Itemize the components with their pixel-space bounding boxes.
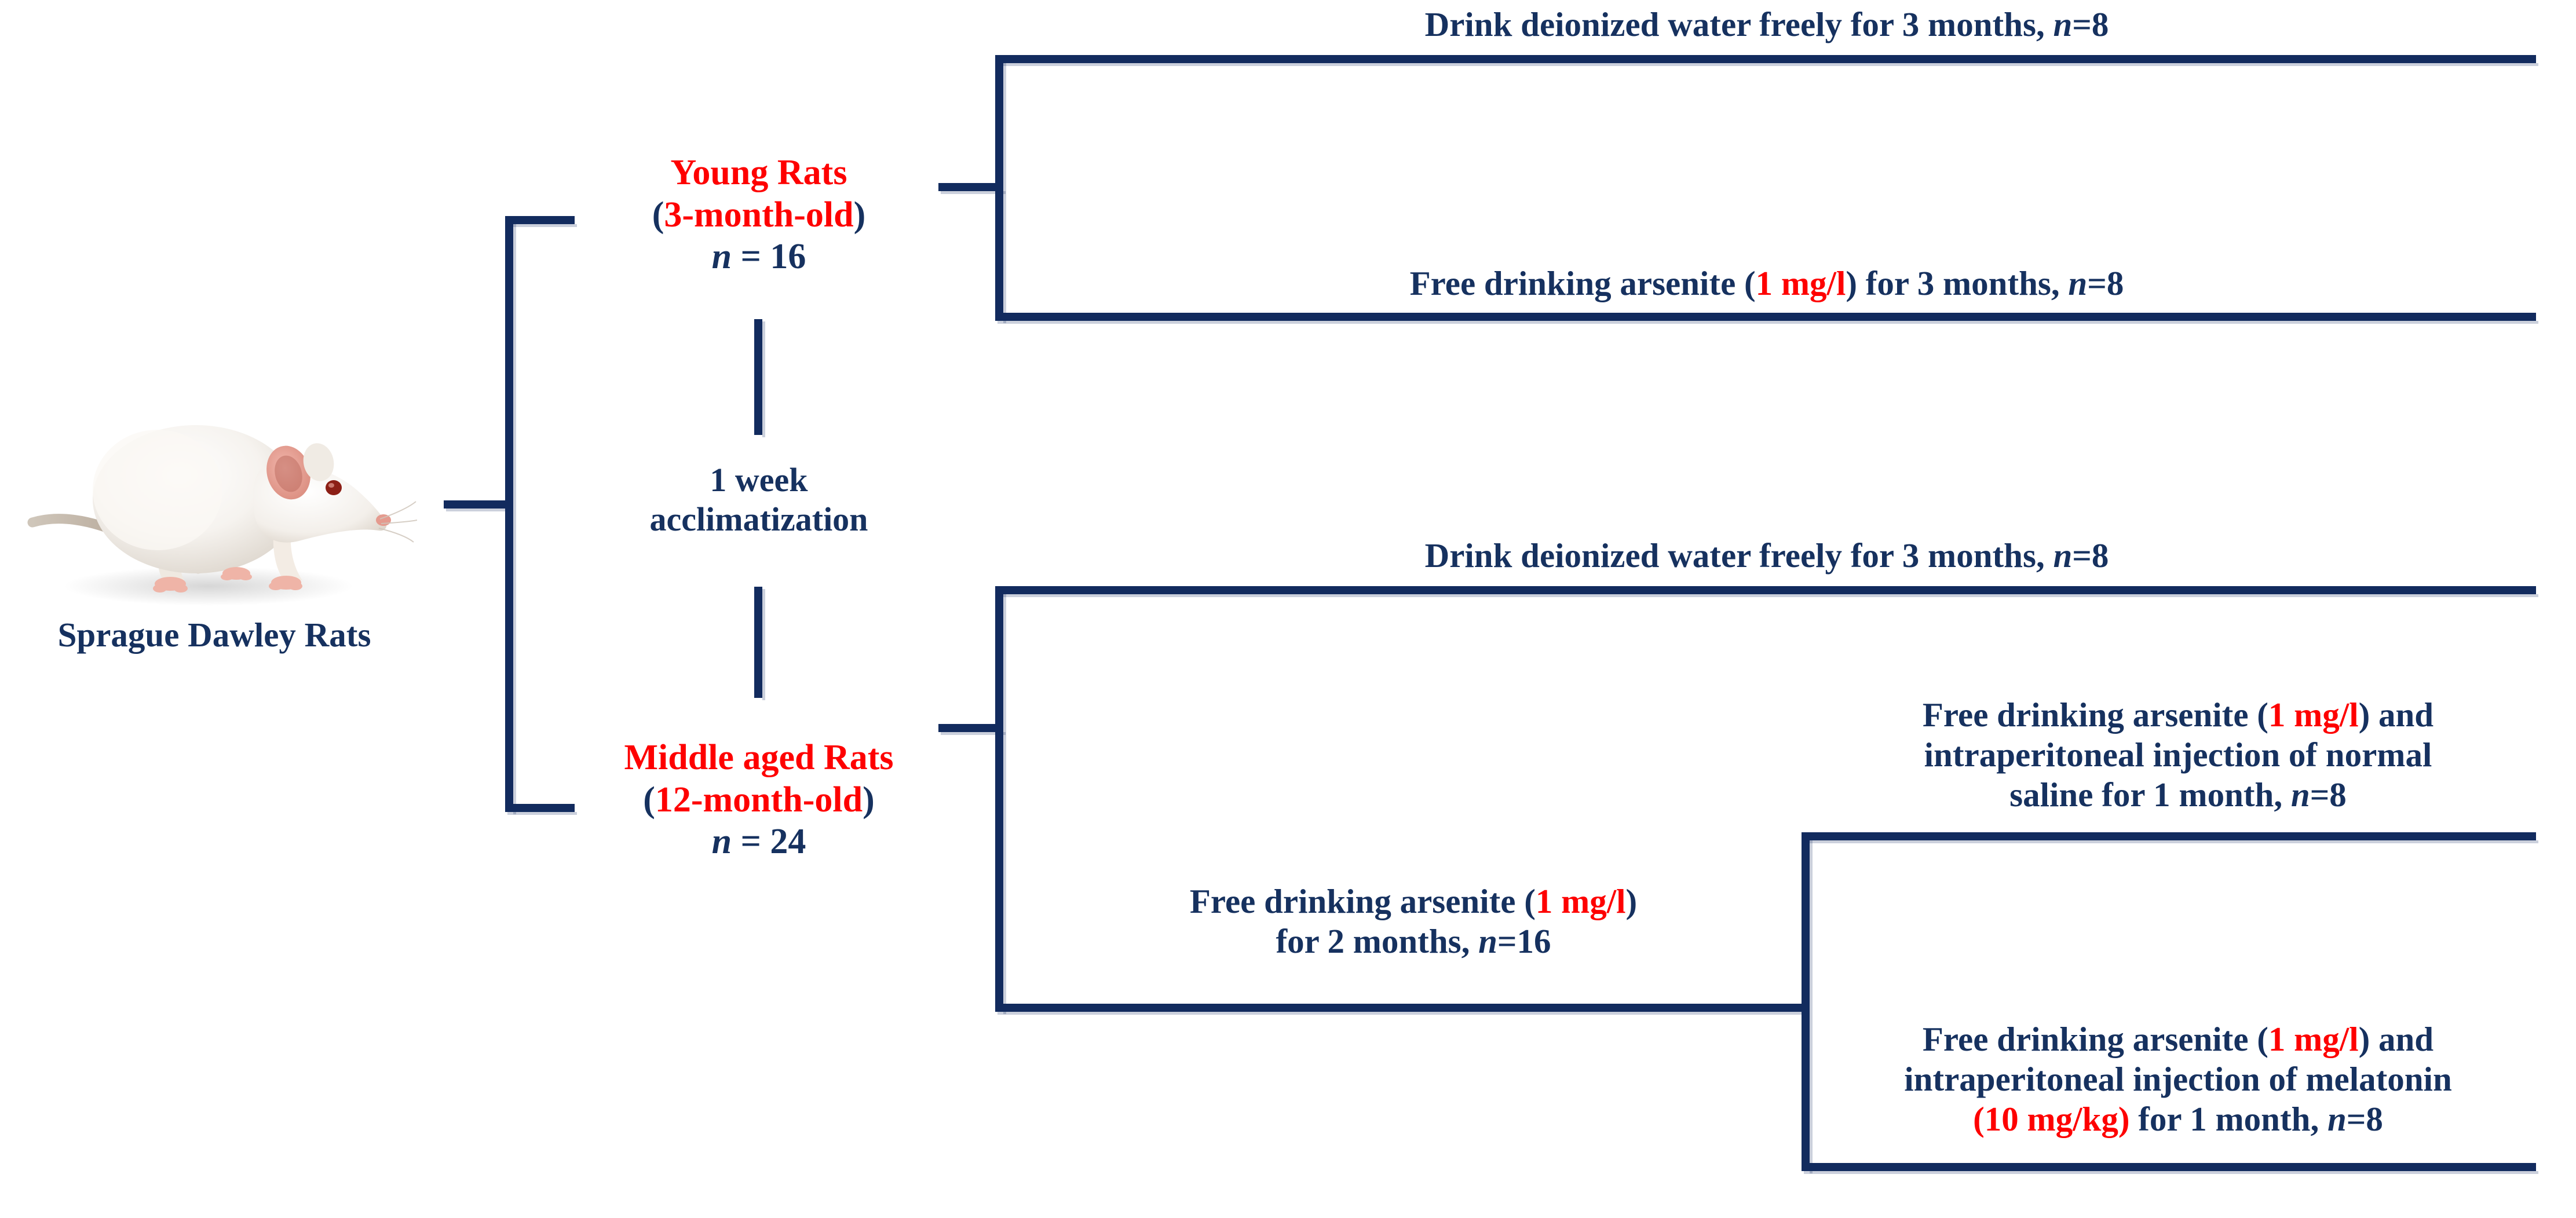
middle-arsenite-arm [995, 1004, 1808, 1015]
main-fork-spine [505, 216, 516, 814]
arm-melatonin-line2: intraperitoneal injection of melatonin [1904, 1060, 2452, 1099]
acclimatization-link-upper [754, 319, 765, 437]
saline-arm [1802, 832, 2538, 843]
rat-whiskers [378, 501, 417, 543]
main-fork-arm-young [505, 216, 577, 227]
rat-haunch [93, 430, 222, 550]
group-middle-aged-rats: Middle aged Rats (12-month-old) n = 24 [556, 737, 962, 863]
rat-hind-paw [153, 577, 188, 592]
middle-control-arm [995, 586, 2538, 597]
arm-middle-arsenite-line1: Free drinking arsenite (1 mg/l) [1189, 882, 1638, 920]
arm-melatonin-line1: Free drinking arsenite (1 mg/l) and [1922, 1020, 2434, 1058]
young-branch-stub [938, 183, 1006, 194]
arm-young-arsenite-label: Free drinking arsenite (1 mg/l) for 3 mo… [1409, 264, 2124, 302]
group-middle-age: (12-month-old) [643, 780, 875, 820]
arm-melatonin-label: Free drinking arsenite (1 mg/l) and intr… [1802, 1019, 2555, 1139]
arm-middle-arsenite-line2: for 2 months, n=16 [1276, 922, 1551, 961]
group-young-age: (3-month-old) [652, 195, 866, 235]
main-fork-arm-middle [505, 804, 577, 815]
acclimatization-label: 1 week acclimatization [573, 460, 944, 539]
rat-eye [326, 480, 342, 495]
arm-saline-line3: saline for 1 month, n=8 [2009, 776, 2347, 814]
group-young-name: Young Rats [670, 153, 847, 192]
rat-ear-far [303, 443, 334, 481]
rat-ear-inner [275, 455, 302, 492]
young-branch-spine [995, 55, 1006, 323]
rat-photo [12, 371, 417, 620]
young-control-arm [995, 55, 2538, 66]
rat-mid-paw [221, 567, 252, 580]
rat-front-leg [273, 531, 302, 580]
young-arsenite-arm [995, 313, 2538, 324]
arm-saline-line1: Free drinking arsenite (1 mg/l) and [1922, 696, 2434, 734]
strain-label: Sprague Dawley Rats [57, 616, 371, 654]
group-middle-name: Middle aged Rats [624, 738, 894, 777]
arm-young-control-label: Drink deionized water freely for 3 month… [1424, 5, 2109, 43]
arm-saline-line2: intraperitoneal injection of normal [1924, 736, 2432, 774]
sub-branch-spine [1802, 832, 1813, 1173]
middle-branch-stub [938, 724, 1006, 735]
acclimatization-line1: 1 week [710, 461, 808, 499]
acclimatization-link-lower [754, 587, 765, 700]
group-middle-n: n = 24 [711, 822, 806, 862]
arm-middle-control-label: Drink deionized water freely for 3 month… [1424, 536, 2109, 575]
group-young-rats: Young Rats (3-month-old) n = 16 [579, 152, 938, 278]
rat-eye-highlight [328, 483, 334, 488]
acclimatization-line2: acclimatization [649, 500, 868, 538]
middle-branch-spine [995, 586, 1006, 1014]
group-young-n: n = 16 [711, 237, 806, 277]
rat-front-paw [269, 576, 302, 590]
arm-melatonin-line3: (10 mg/kg) for 1 month, n=8 [1973, 1100, 2383, 1139]
melatonin-arm [1802, 1163, 2538, 1174]
arm-saline-label: Free drinking arsenite (1 mg/l) and intr… [1802, 695, 2555, 815]
trunk-connector [444, 500, 511, 511]
arm-middle-arsenite-2mo-label: Free drinking arsenite (1 mg/l) for 2 mo… [1037, 882, 1790, 961]
